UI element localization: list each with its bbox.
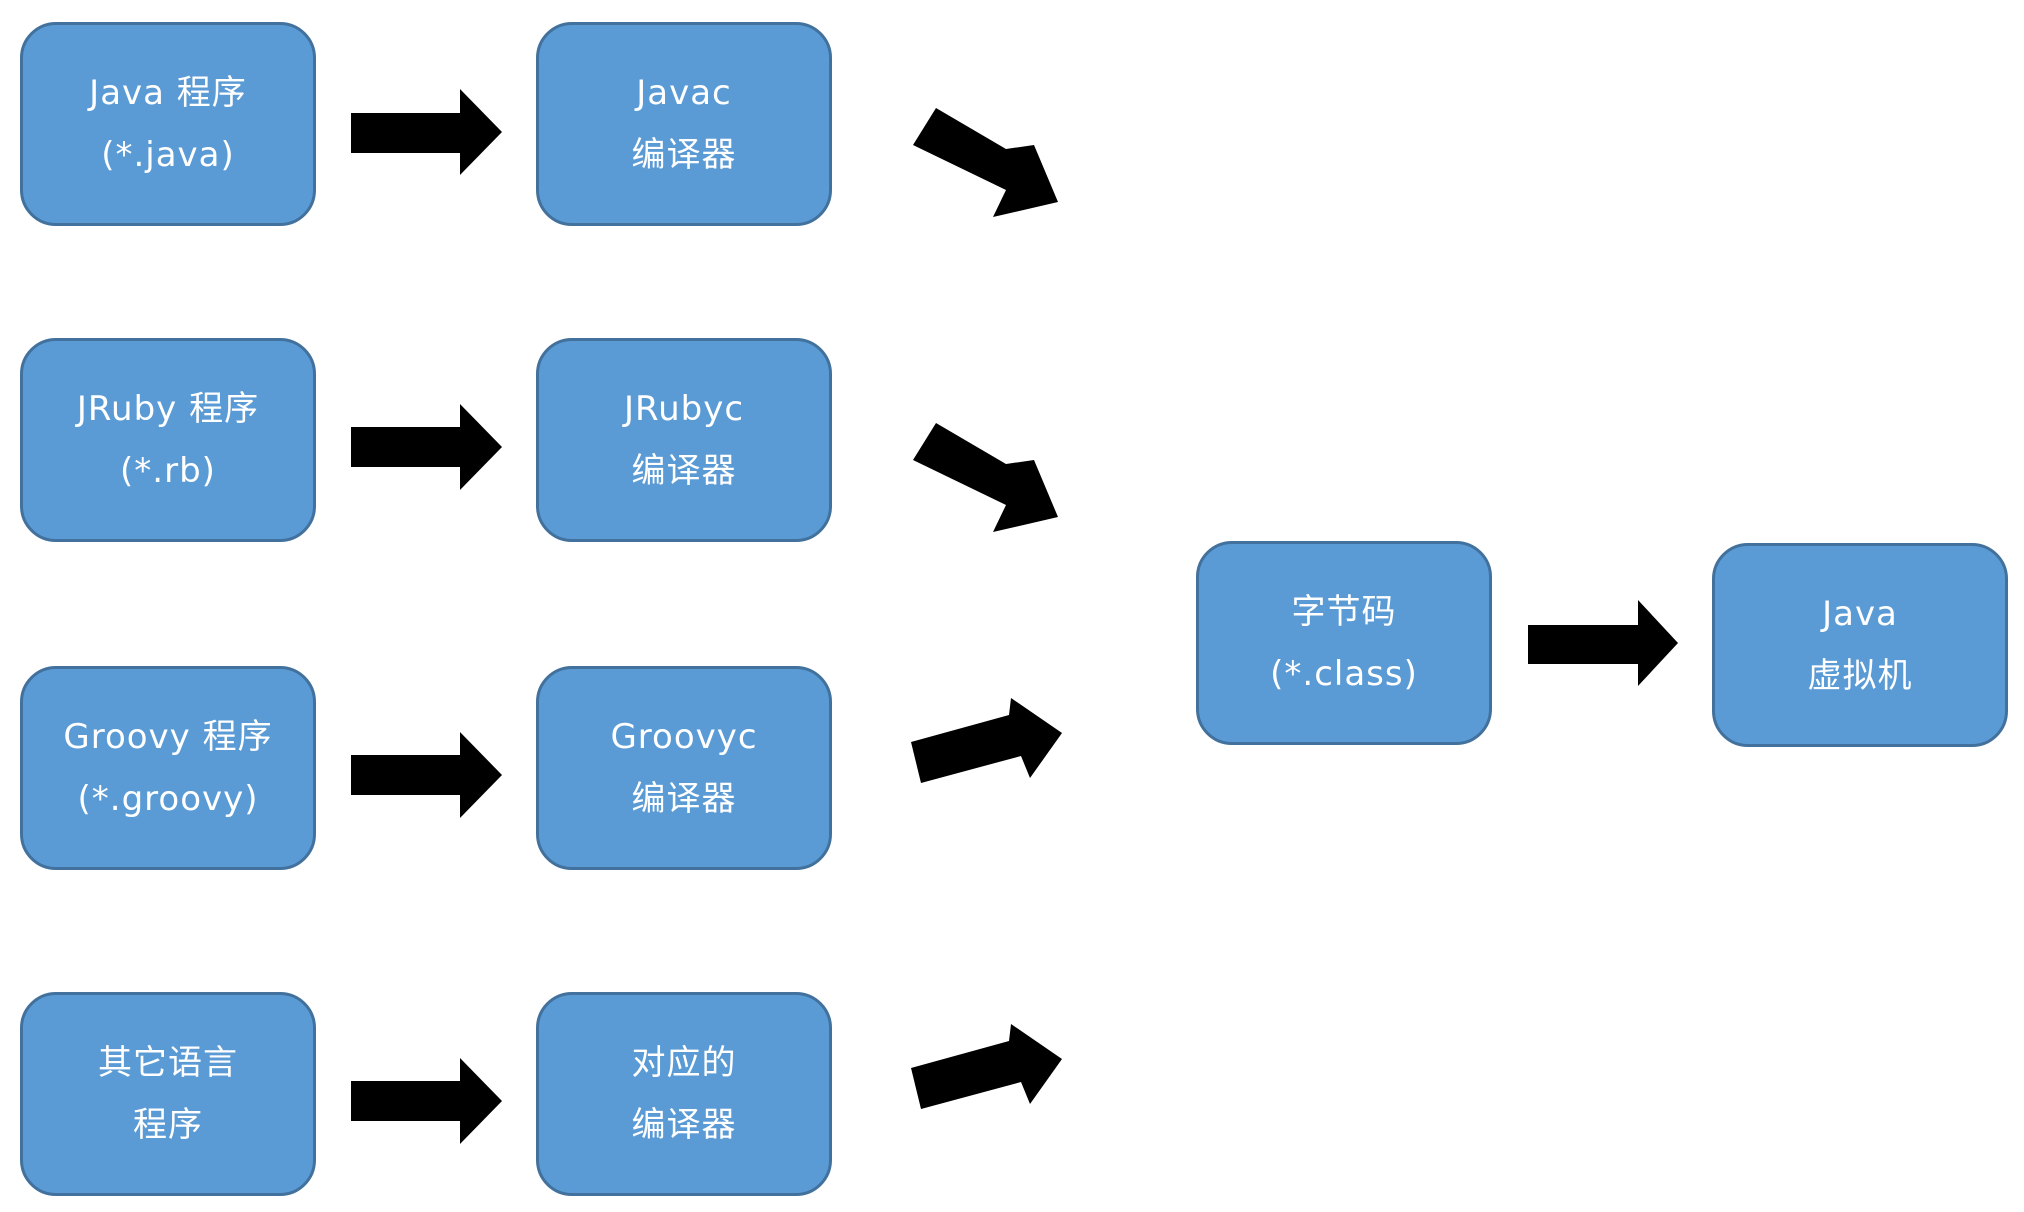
other-compiler-node: 对应的 编译器 — [536, 992, 832, 1196]
node-label-line1: Groovyc — [610, 717, 758, 757]
bytecode-node: 字节码 (*.class) — [1196, 541, 1492, 745]
arrow-other-compiler-to-bytecode-icon — [911, 1024, 1062, 1109]
node-label-line1: JRubyc — [623, 389, 745, 429]
jrubyc-compiler-node: JRubyc 编译器 — [536, 338, 832, 542]
node-label-line1: Java 程序 — [89, 73, 247, 113]
node-label-line1: 字节码 — [1291, 592, 1397, 632]
groovy-program-node: Groovy 程序 (*.groovy) — [20, 666, 316, 870]
node-label-line1: Javac — [636, 73, 732, 113]
node-label-line1: JRuby 程序 — [76, 389, 260, 429]
arrow-bytecode-to-jvm-icon — [1528, 600, 1678, 686]
java-program-node: Java 程序 (*.java) — [20, 22, 316, 226]
node-label-line1: 对应的 — [631, 1043, 737, 1083]
node-label-line2: (*.class) — [1270, 654, 1418, 694]
jruby-program-node: JRuby 程序 (*.rb) — [20, 338, 316, 542]
javac-compiler-node: Javac 编译器 — [536, 22, 832, 226]
node-label-line2: 程序 — [133, 1105, 203, 1145]
other-language-program-node: 其它语言 程序 — [20, 992, 316, 1196]
node-label-line1: 其它语言 — [98, 1043, 238, 1083]
node-label-line1: Java — [1822, 594, 1898, 634]
node-label-line2: 编译器 — [631, 135, 737, 175]
arrow-javac-to-bytecode-icon — [913, 108, 1058, 217]
node-label-line2: (*.java) — [101, 135, 235, 175]
node-label-line2: 编译器 — [631, 779, 737, 819]
node-label-line2: (*.rb) — [120, 451, 216, 491]
jvm-node: Java 虚拟机 — [1712, 543, 2008, 747]
arrow-other-to-compiler-icon — [351, 1058, 502, 1144]
arrow-java-to-javac-icon — [351, 89, 502, 175]
node-label-line2: 虚拟机 — [1807, 656, 1913, 696]
node-label-line1: Groovy 程序 — [63, 717, 273, 757]
arrow-jrubyc-to-bytecode-icon — [913, 423, 1058, 532]
groovyc-compiler-node: Groovyc 编译器 — [536, 666, 832, 870]
arrow-jruby-to-jrubyc-icon — [351, 404, 502, 490]
arrow-groovyc-to-bytecode-icon — [911, 698, 1062, 783]
node-label-line2: (*.groovy) — [77, 779, 259, 819]
node-label-line2: 编译器 — [631, 451, 737, 491]
arrow-groovy-to-groovyc-icon — [351, 732, 502, 818]
node-label-line2: 编译器 — [631, 1105, 737, 1145]
